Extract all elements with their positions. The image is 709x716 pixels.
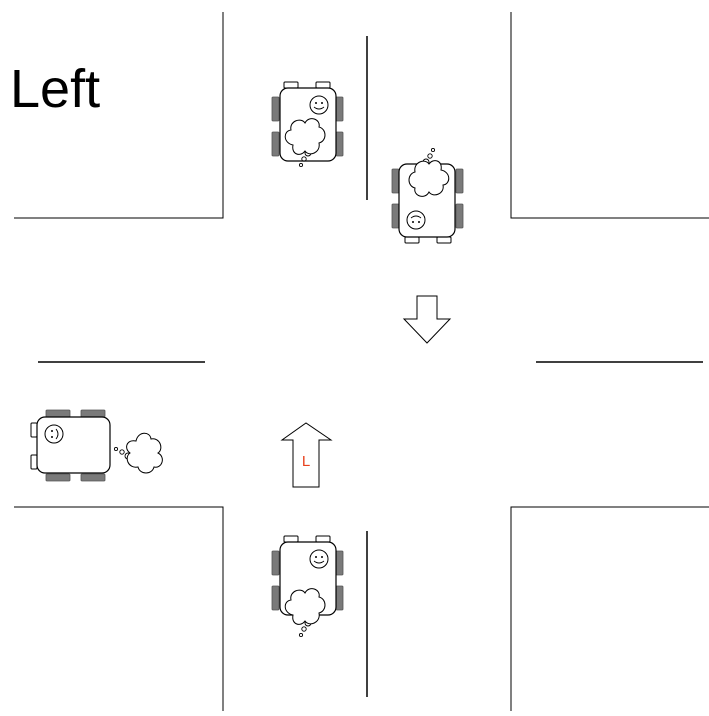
bottom-right-corner xyxy=(511,507,709,711)
bottom-left-corner xyxy=(14,507,223,711)
thought-bubble-icon xyxy=(409,148,449,196)
lane-dividers xyxy=(38,36,703,697)
robot-left-icon xyxy=(31,410,110,481)
down-arrow-icon xyxy=(404,296,450,343)
thought-bubble-icon xyxy=(114,433,162,473)
scenario-title: Left xyxy=(10,62,100,116)
thought-bubble-icon xyxy=(285,589,325,637)
arrow-label: L xyxy=(302,453,310,470)
top-right-corner xyxy=(511,12,709,218)
